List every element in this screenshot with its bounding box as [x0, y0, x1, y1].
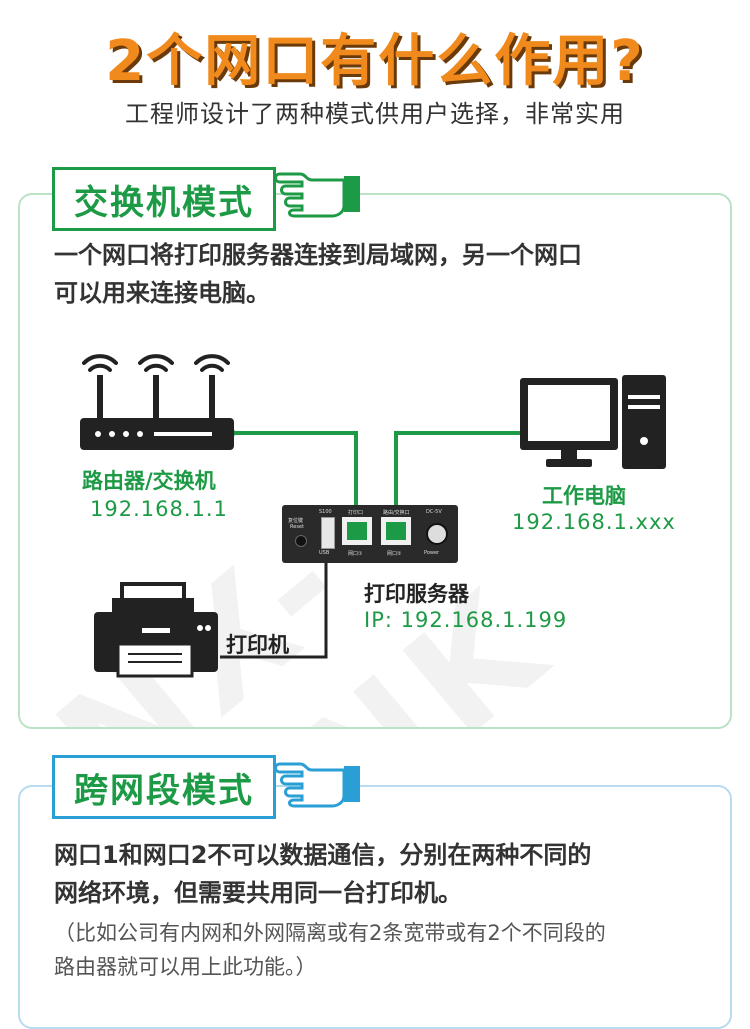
power-label: Power: [424, 550, 440, 556]
computer-icon: [520, 375, 666, 469]
pointing-hand-icon: [274, 762, 360, 808]
lan1-top-label: 打印口: [348, 510, 364, 516]
printer-label: 打印机: [226, 633, 289, 657]
router-ip: 192.168.1.1: [90, 497, 228, 521]
description-line: 可以用来连接电脑。: [54, 279, 270, 307]
cross-mode-description: 网口1和网口2不可以数据通信，分别在两种不同的 网络环境，但需要共用同一台打印机…: [54, 836, 714, 912]
server-ip: IP: 192.168.1.199: [364, 608, 568, 632]
switch-mode-description: 一个网口将打印服务器连接到局域网，另一个网口 可以用来连接电脑。: [54, 236, 714, 312]
lan2-label: 网口②: [387, 551, 402, 557]
s100-label: S100: [319, 509, 332, 515]
switch-mode-tag: 交换机模式: [52, 167, 276, 231]
lan2-top-label: 路由/交换口: [383, 510, 410, 516]
description-line: 网口1和网口2不可以数据通信，分别在两种不同的: [54, 841, 592, 869]
printer-icon: [94, 582, 218, 678]
reset-top-label: 复位键: [288, 518, 304, 524]
lan1-label: 网口①: [348, 551, 363, 557]
router-icon: [80, 354, 234, 450]
power-jack: [426, 523, 448, 545]
reset-button[interactable]: [295, 535, 307, 547]
description-line: 一个网口将打印服务器连接到局域网，另一个网口: [54, 241, 582, 269]
page-subtitle: 工程师设计了两种模式供用户选择，非常实用: [125, 100, 625, 128]
router-label: 路由器/交换机: [82, 469, 216, 493]
page-title: 2个网口有什么作用?: [105, 29, 645, 94]
lan1-port: [342, 517, 372, 545]
lan2-port: [381, 517, 411, 545]
pointing-hand-icon: [274, 172, 360, 218]
note-line: 路由器就可以用上此功能。）: [54, 955, 317, 979]
cross-mode-panel: [18, 785, 732, 1029]
cross-mode-note: （比如公司有内网和外网隔离或有2条宽带或有2个不同段的 路由器就可以用上此功能。…: [54, 916, 714, 984]
cross-mode-tag: 跨网段模式: [52, 755, 276, 819]
description-line: 网络环境，但需要共用同一台打印机。: [54, 879, 462, 907]
usb-label: USB: [319, 550, 330, 556]
usb-port: [321, 517, 335, 549]
print-server-device: 复位键 Reset S100 USB 打印口 网口① 路由/交换口 网口② DC…: [282, 505, 458, 563]
note-line: （比如公司有内网和外网隔离或有2条宽带或有2个不同段的: [54, 921, 606, 945]
reset-label: Reset: [290, 524, 304, 530]
pc-label: 工作电脑: [542, 484, 626, 508]
pc-ip: 192.168.1.xxx: [512, 510, 676, 534]
server-label: 打印服务器: [364, 582, 469, 606]
dc-label: DC-5V: [426, 509, 442, 515]
